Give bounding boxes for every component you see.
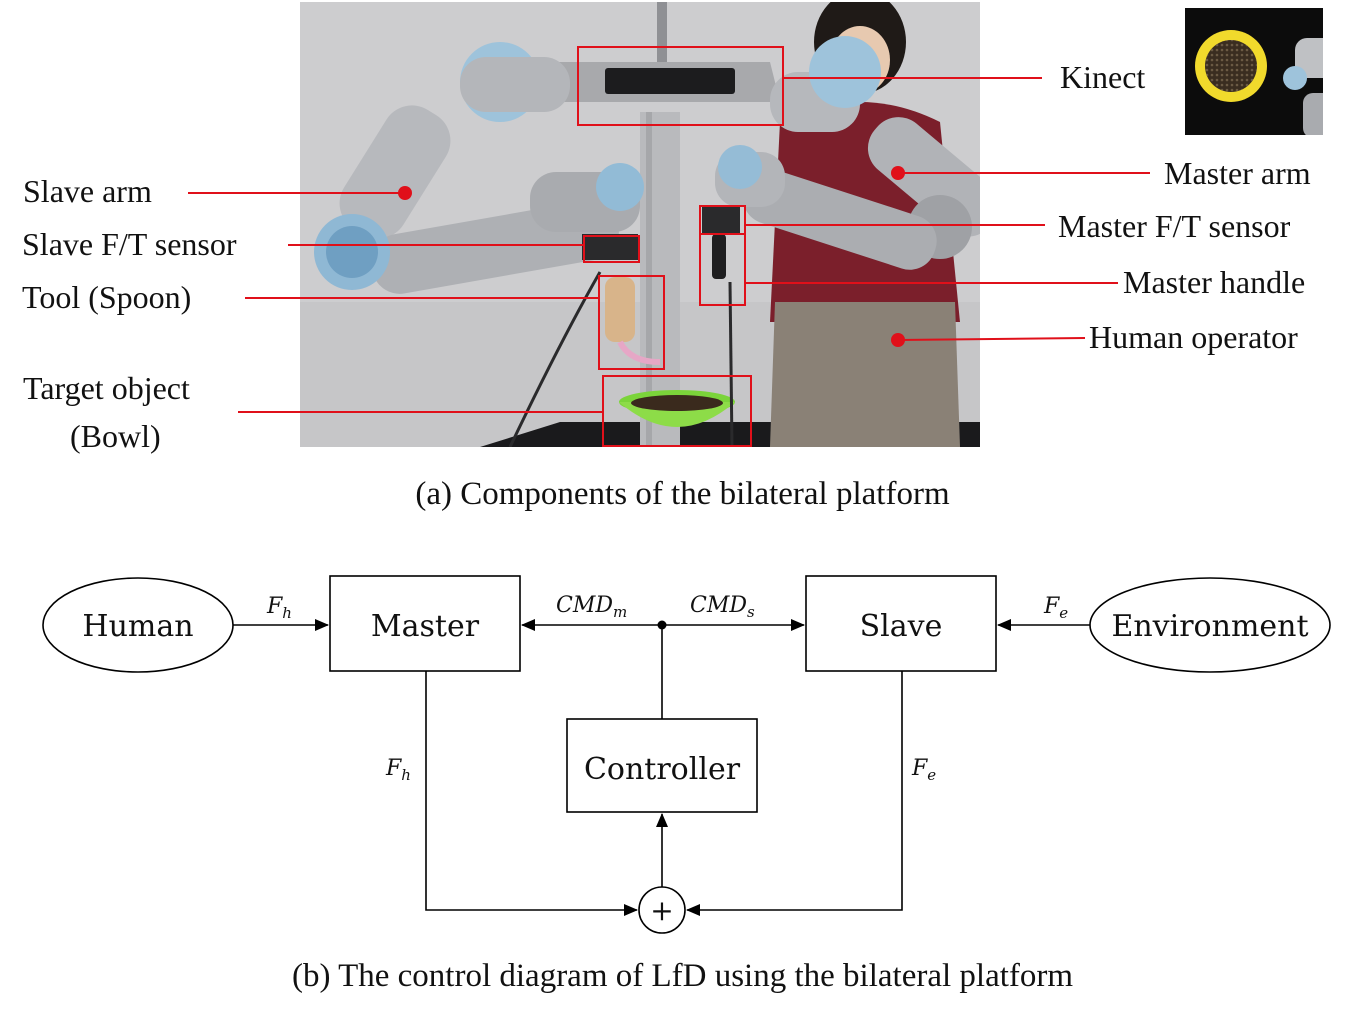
cmd-s-label: CMDs: [690, 593, 755, 621]
target-object-label: Target object: [23, 370, 190, 406]
caption-b: (b) The control diagram of LfD using the…: [291, 958, 1074, 994]
master-node-shape: [329, 575, 521, 672]
target-object-label-line2: (Bowl): [70, 418, 161, 454]
sum-node-label: +: [650, 894, 673, 927]
tool-label: Tool (Spoon): [22, 279, 192, 315]
kinect-callout-box: [577, 46, 784, 126]
controller-node-label: Controller: [584, 752, 741, 787]
junction-dot: [657, 620, 667, 630]
slave-node-label: Slave: [860, 609, 943, 644]
fe-side-label: Fe: [911, 756, 936, 784]
kinect-label: Kinect: [1060, 59, 1146, 95]
slave-node-shape: [805, 575, 997, 672]
environment-node-label: Environment: [1111, 609, 1308, 644]
slave-arm-dot: [398, 186, 412, 200]
cmd-m-label: CMDm: [556, 593, 627, 621]
human-node-label: Human: [82, 609, 193, 644]
master-arm-label: Master arm: [1164, 155, 1311, 191]
slave-ft-sensor-label: Slave F/T sensor: [22, 226, 237, 262]
master-handle-label: Master handle: [1123, 264, 1306, 300]
master-arm-dot: [891, 166, 905, 180]
slave-arm-label: Slave arm: [23, 173, 152, 209]
fe-feedback-arrow: [686, 671, 903, 916]
target-callout-box: [602, 375, 752, 447]
master-ft-sensor-label: Master F/T sensor: [1058, 208, 1291, 244]
inset-illustration: [1185, 8, 1323, 135]
master-handle-callout-box: [699, 233, 746, 306]
human-operator-label: Human operator: [1089, 319, 1298, 355]
fh-side-label: Fh: [385, 756, 411, 784]
human-operator-dot: [891, 333, 905, 347]
inset-photo: [1185, 8, 1323, 135]
tool-callout-box: [598, 275, 665, 370]
control-diagram: Human Master Slave Environment Controlle…: [42, 575, 1331, 934]
fh-feedback-arrow: [425, 671, 638, 916]
fh-top-label: Fh: [266, 594, 292, 622]
slave-ft-sensor-callout-box: [583, 235, 640, 263]
master-node-label: Master: [371, 609, 480, 644]
callout-leaders: [188, 77, 1150, 413]
fe-top-label: Fe: [1043, 594, 1068, 622]
human-operator-leader-line: [897, 337, 1086, 341]
caption-a: (a) Components of the bilateral platform: [415, 476, 950, 512]
